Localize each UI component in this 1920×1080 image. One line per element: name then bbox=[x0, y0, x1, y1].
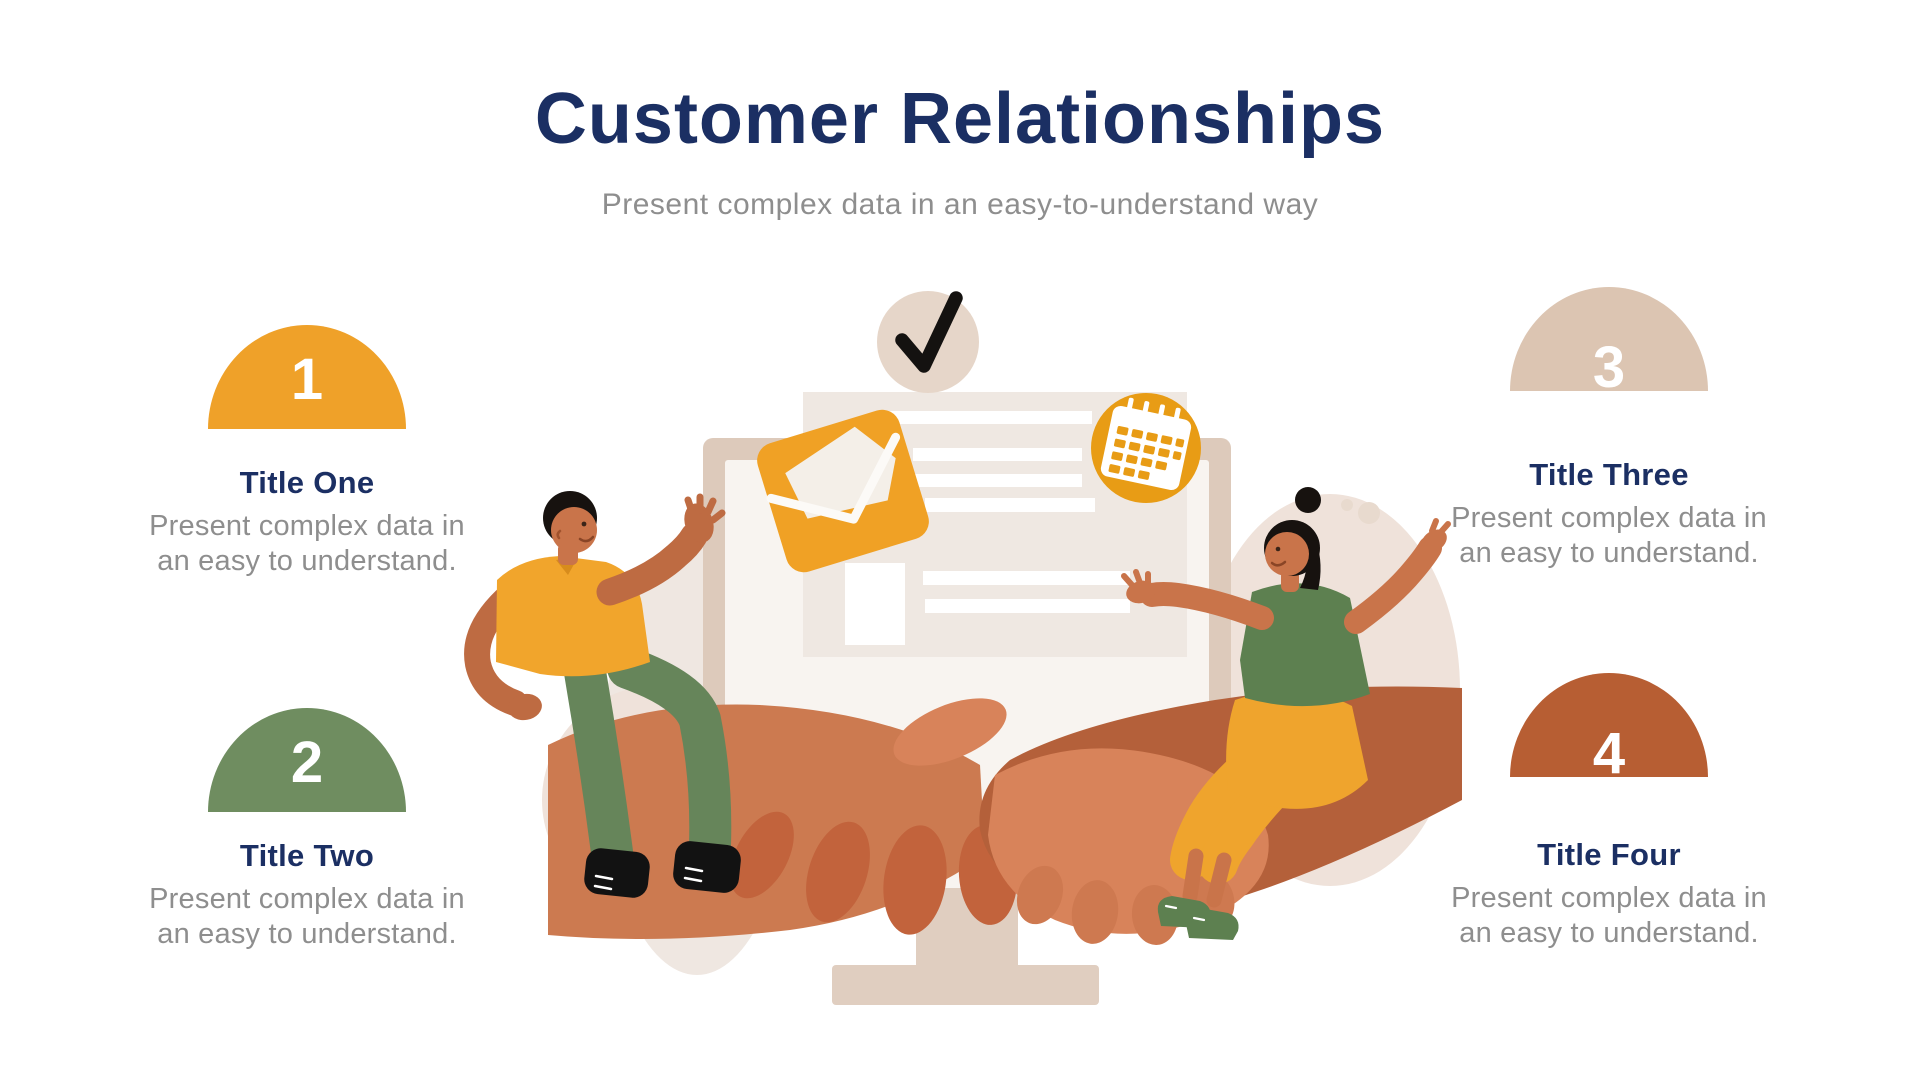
woman-sitting-right bbox=[1121, 487, 1451, 940]
woman-bun bbox=[1295, 487, 1321, 513]
woman-left-hand bbox=[1121, 569, 1156, 604]
step-description-2: Present complex data in an easy to under… bbox=[149, 883, 465, 950]
step-title-3: Title Three bbox=[1529, 457, 1689, 492]
step-number-4: 4 bbox=[1592, 721, 1626, 778]
step-number-3: 3 bbox=[1592, 335, 1626, 392]
step-section-4: 4 Title Four Present complex data in an … bbox=[1389, 673, 1829, 951]
step-title-4: Title Four bbox=[1537, 837, 1681, 872]
step-description-1: Present complex data in an easy to under… bbox=[149, 510, 465, 577]
step-description-3: Present complex data in an easy to under… bbox=[1451, 502, 1767, 569]
man-face bbox=[551, 507, 597, 553]
step-section-1: 1 Title One Present complex data in an e… bbox=[87, 325, 527, 579]
woman-shoes bbox=[1157, 896, 1239, 940]
envelope-icon bbox=[757, 409, 929, 573]
woman-right-hand bbox=[1421, 518, 1451, 553]
calendar-icon bbox=[1091, 393, 1201, 503]
page-title: Customer Relationships bbox=[534, 79, 1386, 159]
step-dome-3: 3 bbox=[1510, 287, 1708, 391]
monitor-stand-base bbox=[832, 965, 1099, 1005]
man-hand-open bbox=[684, 493, 726, 543]
step-description-4: Present complex data in an easy to under… bbox=[1451, 882, 1767, 949]
step-dome-4: 4 bbox=[1510, 673, 1708, 777]
man-boots bbox=[584, 841, 741, 898]
step-title-2: Title Two bbox=[239, 838, 375, 873]
step-number-1: 1 bbox=[290, 347, 324, 412]
step-title-1: Title One bbox=[239, 465, 375, 500]
handshake-thumb bbox=[893, 698, 1007, 766]
step-dome-2: 2 bbox=[208, 708, 406, 812]
step-number-2: 2 bbox=[290, 730, 324, 795]
woman-face bbox=[1265, 532, 1309, 576]
step-section-3: 3 Title Three Present complex data in an… bbox=[1389, 287, 1829, 571]
page-subtitle: Present complex data in an easy-to-under… bbox=[601, 188, 1319, 221]
man-sitting-left bbox=[464, 491, 741, 898]
step-section-2: 2 Title Two Present complex data in an e… bbox=[87, 708, 527, 952]
check-icon bbox=[877, 291, 979, 393]
step-dome-1: 1 bbox=[208, 325, 406, 429]
